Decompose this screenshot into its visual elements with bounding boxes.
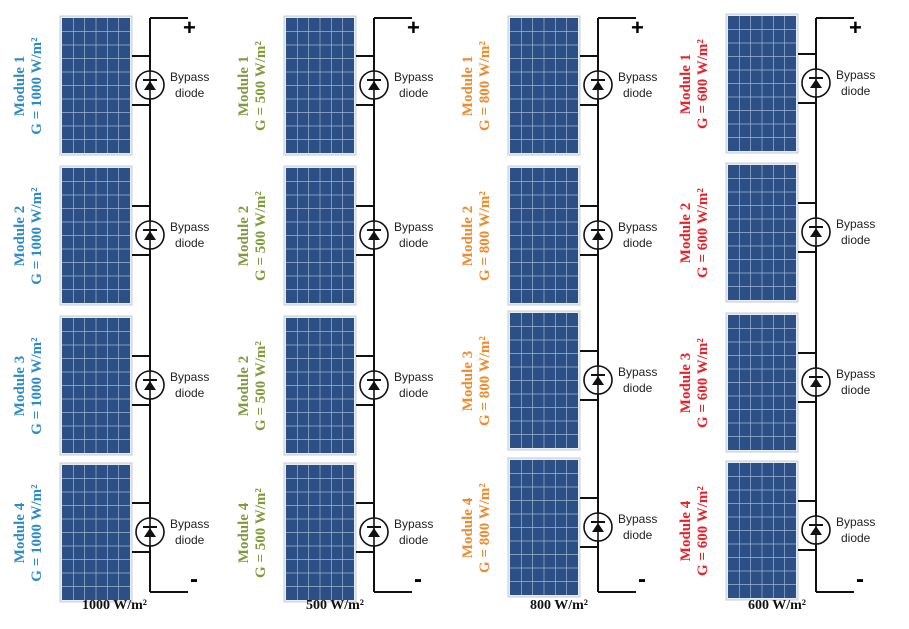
module-name: Module 2: [236, 355, 252, 416]
positive-terminal-sign: +: [631, 15, 644, 40]
string-irradiance-title: 600 W/m²: [748, 598, 806, 613]
diode-triangle: [368, 81, 380, 90]
diode-triangle: [592, 81, 604, 90]
diode-triangle: [592, 376, 604, 385]
bypass-diode-label: Bypass diode: [618, 512, 658, 542]
negative-terminal-sign: -: [190, 566, 198, 593]
module-name: Module 1: [678, 53, 694, 114]
module-name: Module 2: [678, 202, 694, 263]
module-irradiance: G = 600 W/m²: [695, 38, 711, 129]
bypass-diode-label: Bypass diode: [394, 370, 434, 400]
diode-triangle: [592, 231, 604, 240]
module-irradiance: G = 800 W/m²: [477, 482, 493, 573]
diode-triangle: [144, 231, 156, 240]
diode-triangle: [368, 231, 380, 240]
module-name: Module 2: [460, 205, 476, 266]
positive-terminal-sign: +: [183, 15, 196, 40]
module-irradiance: G = 500 W/m²: [253, 340, 269, 431]
string-irradiance-title: 500 W/m²: [306, 598, 364, 613]
diode-triangle: [144, 81, 156, 90]
module-irradiance: G = 500 W/m²: [253, 487, 269, 578]
diode-triangle: [810, 378, 822, 387]
negative-terminal-sign: -: [414, 566, 422, 593]
bypass-diode-label: Bypass diode: [836, 367, 876, 397]
bypass-diode-label: Bypass diode: [170, 220, 210, 250]
diode-triangle: [144, 381, 156, 390]
bypass-diode-label: Bypass diode: [394, 517, 434, 547]
module-name: Module 2: [236, 205, 252, 266]
diode-triangle: [810, 526, 822, 535]
module-irradiance: G = 1000 W/m²: [29, 186, 45, 285]
module-name: Module 3: [678, 352, 694, 413]
module-irradiance: G = 1000 W/m²: [29, 483, 45, 582]
module-irradiance: G = 1000 W/m²: [29, 36, 45, 135]
module-name: Module 4: [460, 497, 476, 558]
module-name: Module 3: [12, 355, 28, 416]
bypass-diode-label: Bypass diode: [618, 365, 658, 395]
bypass-diode-label: Bypass diode: [394, 220, 434, 250]
positive-terminal-sign: +: [849, 15, 862, 40]
negative-terminal-sign: -: [856, 566, 864, 593]
positive-terminal-sign: +: [407, 15, 420, 40]
module-irradiance: G = 600 W/m²: [695, 337, 711, 428]
module-name: Module 1: [12, 55, 28, 116]
diode-triangle: [810, 79, 822, 88]
bypass-diode-label: Bypass diode: [618, 220, 658, 250]
bypass-diode-label: Bypass diode: [394, 70, 434, 100]
module-irradiance: G = 500 W/m²: [253, 40, 269, 131]
module-irradiance: G = 1000 W/m²: [29, 336, 45, 435]
negative-terminal-sign: -: [638, 566, 646, 593]
module-irradiance: G = 500 W/m²: [253, 190, 269, 281]
module-irradiance: G = 800 W/m²: [477, 40, 493, 131]
module-name: Module 2: [12, 205, 28, 266]
module-irradiance: G = 600 W/m²: [695, 187, 711, 278]
module-name: Module 4: [678, 500, 694, 561]
module-irradiance: G = 800 W/m²: [477, 335, 493, 426]
bypass-diode-label: Bypass diode: [836, 68, 876, 98]
module-name: Module 4: [236, 502, 252, 563]
bypass-diode-label: Bypass diode: [170, 517, 210, 547]
diode-triangle: [592, 523, 604, 532]
diode-triangle: [144, 528, 156, 537]
string-irradiance-title: 1000 W/m²: [82, 598, 147, 613]
module-name: Module 1: [236, 55, 252, 116]
diode-triangle: [368, 381, 380, 390]
module-irradiance: G = 800 W/m²: [477, 190, 493, 281]
bypass-diode-label: Bypass diode: [836, 515, 876, 545]
diode-triangle: [368, 528, 380, 537]
bypass-diode-label: Bypass diode: [836, 217, 876, 247]
module-name: Module 1: [460, 55, 476, 116]
bypass-diode-label: Bypass diode: [170, 370, 210, 400]
bypass-diode-label: Bypass diode: [618, 70, 658, 100]
module-name: Module 4: [12, 502, 28, 563]
string-irradiance-title: 800 W/m²: [530, 598, 588, 613]
diode-triangle: [810, 228, 822, 237]
module-irradiance: G = 600 W/m²: [695, 485, 711, 576]
bypass-diode-label: Bypass diode: [170, 70, 210, 100]
module-name: Module 3: [460, 350, 476, 411]
